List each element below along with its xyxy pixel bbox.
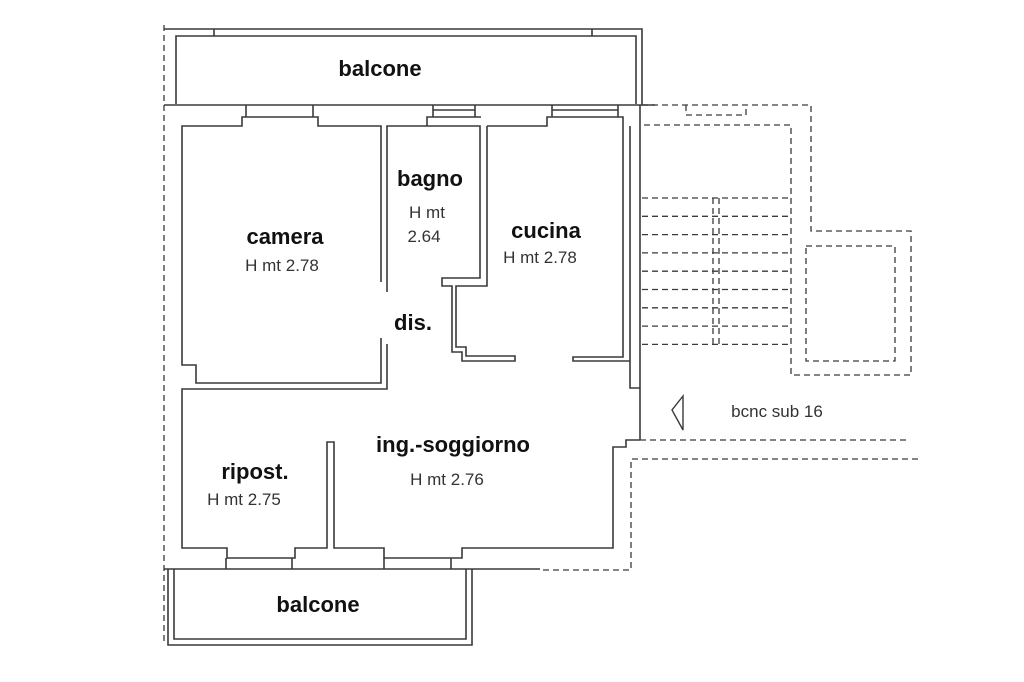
label-bagno: bagno — [397, 166, 463, 191]
room-bagno-walls — [386, 105, 516, 362]
label-ripost: ripost. — [221, 459, 288, 484]
height-bagno-2: 2.64 — [407, 227, 440, 246]
label-dis: dis. — [394, 310, 432, 335]
label-balcone-top: balcone — [338, 56, 421, 81]
label-soggiorno: ing.-soggiorno — [376, 432, 530, 457]
label-bcnc: bcnc sub 16 — [731, 402, 823, 421]
height-cucina: H mt 2.78 — [503, 248, 577, 267]
label-balcone-bottom: balcone — [276, 592, 359, 617]
height-ripost: H mt 2.75 — [207, 490, 281, 509]
height-bagno-1: H mt — [409, 203, 445, 222]
balcony-bottom — [167, 558, 473, 646]
label-camera: camera — [246, 224, 324, 249]
entrance-arrow-icon — [671, 393, 684, 431]
height-soggiorno: H mt 2.76 — [410, 470, 484, 489]
room-camera-walls — [181, 105, 382, 384]
height-camera: H mt 2.78 — [245, 256, 319, 275]
room-cucina-walls — [487, 105, 630, 362]
label-cucina: cucina — [511, 218, 581, 243]
stairwell-dashed — [540, 104, 918, 571]
